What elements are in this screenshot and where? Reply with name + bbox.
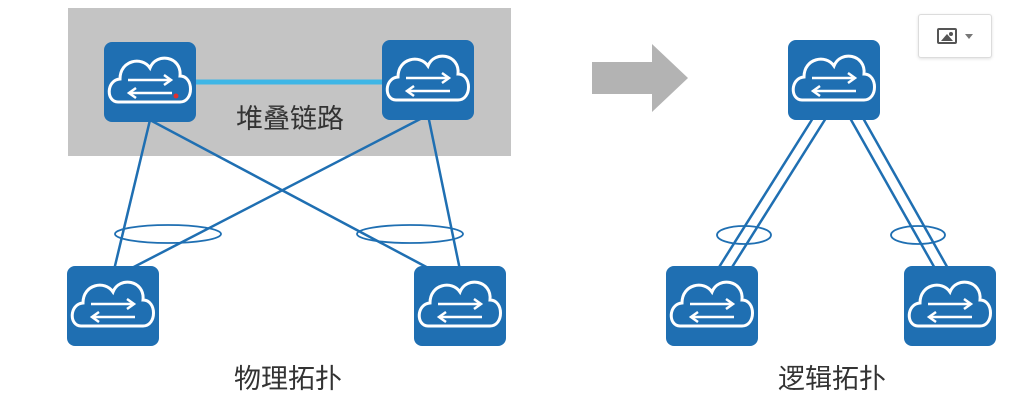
chevron-down-icon (965, 33, 973, 39)
stack-switch-right-icon (380, 38, 476, 122)
logical-access-switch-left-icon (664, 264, 760, 348)
logical-topology-caption: 逻辑拓扑 (778, 364, 886, 395)
image-menu-button[interactable] (918, 14, 992, 58)
cursor-marker (173, 93, 179, 99)
stack-switch-left-icon (102, 40, 198, 124)
link-aggregation-ring-logical-left (716, 225, 772, 245)
logical-core-switch-icon (786, 38, 882, 122)
link-aggregation-ring-left (114, 224, 222, 244)
access-switch-left-icon (65, 264, 161, 348)
image-icon (937, 28, 957, 44)
link-aggregation-ring-logical-right (890, 225, 946, 245)
stack-link-label: 堆叠链路 (236, 104, 344, 135)
access-switch-right-icon (412, 264, 508, 348)
physical-topology-caption: 物理拓扑 (234, 364, 342, 395)
logical-links (714, 117, 952, 273)
logical-access-switch-right-icon (902, 264, 998, 348)
right-arrow-icon (592, 44, 688, 112)
link-aggregation-ring-right (356, 224, 464, 244)
physical-links (112, 113, 462, 272)
